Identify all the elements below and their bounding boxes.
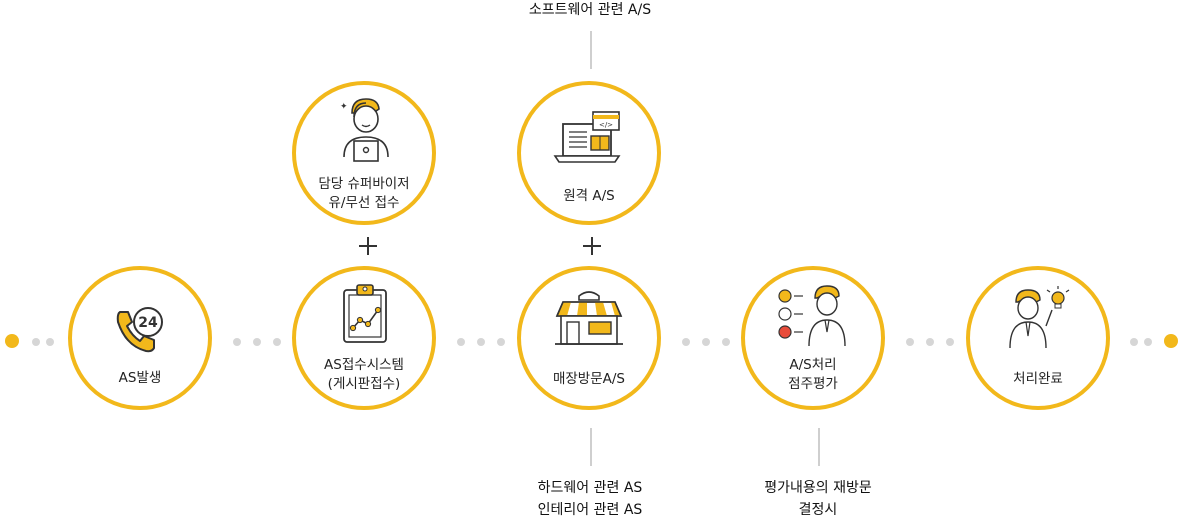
idea-person-icon (1006, 286, 1070, 354)
step-label-line2: 점주평가 (788, 376, 838, 392)
step-label: AS발생 (118, 370, 162, 386)
dot (682, 338, 690, 346)
dot (32, 338, 40, 346)
svg-text:</>: </> (599, 121, 613, 129)
step-complete: 처리완료 (966, 266, 1110, 410)
dot (477, 338, 485, 346)
svg-text:24: 24 (138, 315, 158, 331)
dot (1144, 338, 1152, 346)
step-label: 원격 A/S (563, 188, 615, 204)
connector-line-revisit (818, 428, 820, 466)
end-dot (1164, 334, 1178, 348)
step-label: A/S처리 점주평가 (745, 356, 881, 394)
step-as-occur: 24 AS발생 (68, 266, 212, 410)
dot (233, 338, 241, 346)
dot (253, 338, 261, 346)
phone-24-icon: 24 (112, 304, 168, 360)
revisit-note-line2: 결정시 (798, 502, 838, 518)
storefront-icon (553, 286, 625, 354)
step-supervisor: ✦ 담당 슈퍼바이저 유/무선 접수 (292, 81, 436, 225)
hardware-note-line1: 하드웨어 관련 AS (537, 480, 643, 496)
step-label: 매장방문A/S (552, 371, 626, 387)
dot (906, 338, 914, 346)
step-remote: </> 원격 A/S (517, 81, 661, 225)
dot (46, 338, 54, 346)
interior-note-line2: 인테리어 관련 AS (537, 502, 643, 518)
step-label: 담당 슈퍼바이저 유/무선 접수 (296, 175, 432, 213)
dot (273, 338, 281, 346)
connector-line-top (590, 31, 592, 69)
laptop-code-icon: </> (553, 110, 625, 174)
dot (926, 338, 934, 346)
hardware-as-note: 하드웨어 관련 AS 인테리어 관련 AS (490, 477, 690, 521)
plus-icon (583, 237, 601, 255)
step-label-line2: 유/무선 접수 (328, 195, 400, 211)
dot (946, 338, 954, 346)
clipboard-chart-icon (336, 282, 392, 350)
revisit-note: 평가내용의 재방문 결정시 (718, 477, 918, 521)
svg-text:✦: ✦ (340, 102, 348, 112)
start-dot (5, 334, 19, 348)
feedback-faces-icon (775, 284, 851, 352)
dot (457, 338, 465, 346)
step-label: 처리완료 (1013, 371, 1063, 387)
step-reception-system: AS접수시스템 (게시판접수) (292, 266, 436, 410)
step-label-line1: A/S처리 (789, 357, 837, 373)
plus-icon (359, 237, 377, 255)
dot (497, 338, 505, 346)
dot (702, 338, 710, 346)
step-label-line1: 담당 슈퍼바이저 (318, 176, 410, 192)
step-visit: 매장방문A/S (517, 266, 661, 410)
connector-line-hardware (590, 428, 592, 466)
step-label: AS접수시스템 (게시판접수) (296, 356, 432, 394)
headset-supervisor-icon: ✦ (336, 95, 392, 171)
step-label-line2: (게시판접수) (327, 376, 401, 392)
dot (722, 338, 730, 346)
step-evaluation: A/S처리 점주평가 (741, 266, 885, 410)
software-as-note: 소프트웨어 관련 A/S (528, 2, 652, 18)
step-label-line1: AS접수시스템 (324, 357, 404, 373)
dot (1130, 338, 1138, 346)
revisit-note-line1: 평가내용의 재방문 (764, 480, 872, 496)
